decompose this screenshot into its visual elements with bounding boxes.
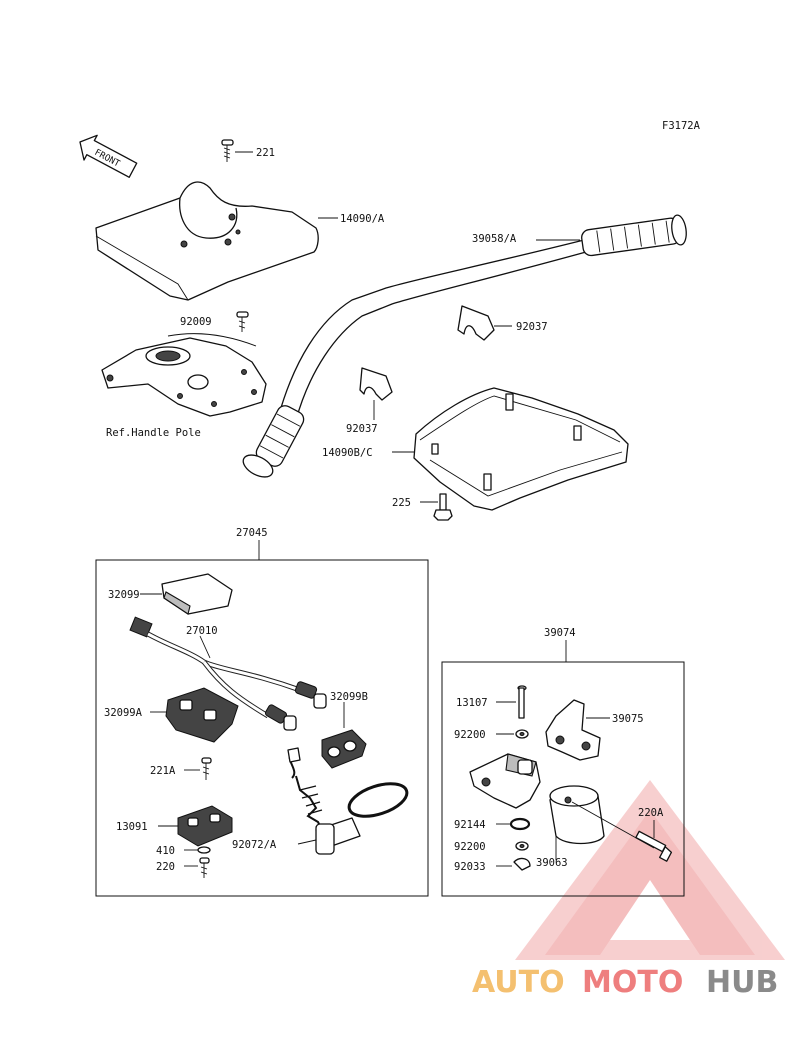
watermark-text: AUTO MOTO HUB	[472, 965, 778, 1000]
label-27045: 27045	[236, 527, 268, 539]
label-13091: 13091	[116, 821, 148, 833]
watermark-part-moto: MOTO	[582, 965, 683, 1000]
label-92033: 92033	[454, 861, 486, 873]
washer-92200-upper	[496, 729, 529, 739]
label-39058A: 39058/A	[472, 233, 517, 245]
bolt-220A	[635, 820, 673, 862]
label-39063: 39063	[536, 857, 568, 869]
screw-221	[221, 139, 253, 162]
cover-14090BC	[392, 387, 629, 511]
watermark-part-auto: AUTO	[472, 965, 565, 1000]
label-92072A: 92072/A	[232, 839, 277, 851]
group-box-39074	[441, 661, 685, 897]
label-220: 220	[156, 861, 175, 873]
label-221A: 221A	[150, 765, 176, 777]
clamp-92037-lower	[359, 367, 393, 420]
label-14090A: 14090/A	[340, 213, 385, 225]
label-92009: 92009	[180, 316, 212, 328]
label-410: 410	[156, 845, 175, 857]
harness-27010	[129, 616, 327, 731]
label-92144: 92144	[454, 819, 486, 831]
bracket-body	[469, 753, 541, 809]
label-39075: 39075	[612, 713, 644, 725]
washer-410	[184, 846, 211, 854]
label-13107: 13107	[456, 697, 488, 709]
label-32099: 32099	[108, 589, 140, 601]
screw-220	[184, 857, 210, 878]
label-92037-lower: 92037	[346, 423, 378, 435]
label-ref-handle-pole: Ref.Handle Pole	[106, 427, 201, 439]
housing-32099A	[150, 687, 239, 743]
sleeve-39063	[549, 785, 655, 860]
label-220A: 220A	[638, 807, 664, 819]
label-27010: 27010	[186, 625, 218, 637]
handlebar-39058A	[242, 214, 687, 478]
group-box-27045	[95, 559, 429, 897]
pin-13107	[496, 685, 527, 719]
grommet-32099B	[321, 702, 367, 769]
label-32099A: 32099A	[104, 707, 143, 719]
label-225: 225	[392, 497, 411, 509]
label-32099B: 32099B	[330, 691, 368, 703]
bolt-225	[420, 493, 453, 521]
label-14090BC: 14090B/C	[322, 447, 373, 459]
clamp-92037-upper	[457, 305, 512, 341]
label-39074: 39074	[544, 627, 576, 639]
screw-221A	[184, 757, 212, 780]
screw-92009	[236, 311, 249, 332]
clamp-92072A	[287, 747, 409, 855]
label-221: 221	[256, 147, 275, 159]
handle-pole-plate	[101, 337, 267, 417]
clip-92033	[496, 857, 531, 871]
lever-39075	[545, 699, 610, 761]
front-arrow: FRONT	[79, 134, 138, 178]
cover-14090A	[95, 181, 338, 301]
label-92200-upper: 92200	[454, 729, 486, 741]
spring-92144	[496, 817, 531, 831]
block-13091	[158, 805, 233, 847]
label-92200-lower: 92200	[454, 841, 486, 853]
diagram-code: F3172A	[662, 120, 701, 132]
label-92037-upper: 92037	[516, 321, 548, 333]
watermark-part-hub: HUB	[706, 965, 778, 1000]
cap-32099	[140, 573, 233, 615]
watermark-logo	[515, 780, 785, 960]
washer-92200-lower	[515, 841, 529, 851]
